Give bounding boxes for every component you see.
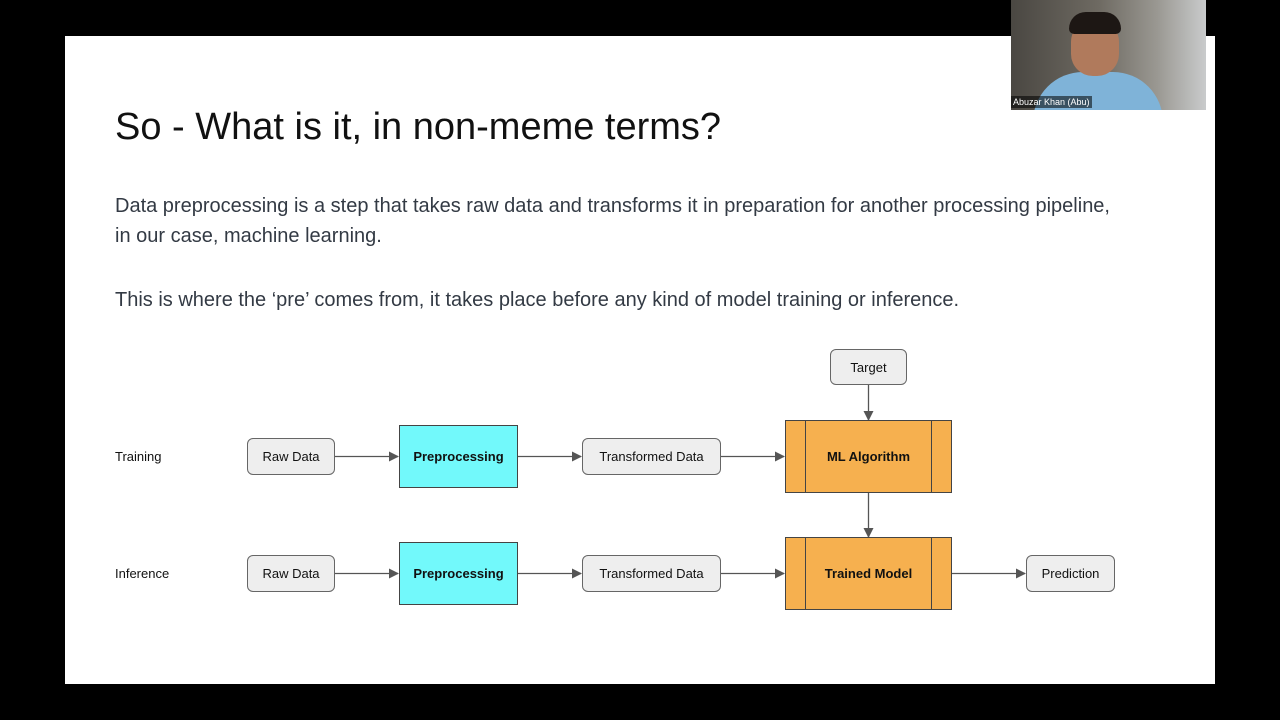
slide-paragraph-pre-meaning: This is where the ‘pre’ comes from, it t…: [115, 289, 960, 311]
participant-video-tile[interactable]: Abuzar Khan (Abu): [1011, 0, 1206, 110]
slide-title: So - What is it, in non-meme terms?: [115, 106, 722, 148]
ml-algorithm-right-bar: [931, 421, 932, 492]
node-training-transformed-data: Transformed Data: [582, 438, 721, 475]
node-training-preprocessing: Preprocessing: [399, 425, 518, 488]
node-ml-algorithm: ML Algorithm: [785, 420, 952, 493]
node-inference-transformed-data: Transformed Data: [582, 555, 721, 592]
node-trained-model-label: Trained Model: [824, 566, 913, 581]
slide-paragraph-definition: Data preprocessing is a step that takes …: [115, 195, 1110, 247]
node-trained-model: Trained Model: [785, 537, 952, 610]
node-prediction: Prediction: [1026, 555, 1115, 592]
presentation-slide: So - What is it, in non-meme terms? Data…: [65, 36, 1215, 684]
row-label-training: Training: [115, 449, 162, 464]
participant-name-label: Abuzar Khan (Abu): [1011, 96, 1092, 108]
node-ml-algorithm-label: ML Algorithm: [826, 449, 911, 464]
ml-algorithm-left-bar: [805, 421, 806, 492]
trained-model-left-bar: [805, 538, 806, 609]
node-target: Target: [830, 349, 907, 385]
participant-hair: [1069, 12, 1121, 34]
node-training-raw-data: Raw Data: [247, 438, 335, 475]
row-label-inference: Inference: [115, 566, 170, 581]
node-inference-preprocessing: Preprocessing: [399, 542, 518, 605]
node-inference-raw-data: Raw Data: [247, 555, 335, 592]
trained-model-right-bar: [931, 538, 932, 609]
